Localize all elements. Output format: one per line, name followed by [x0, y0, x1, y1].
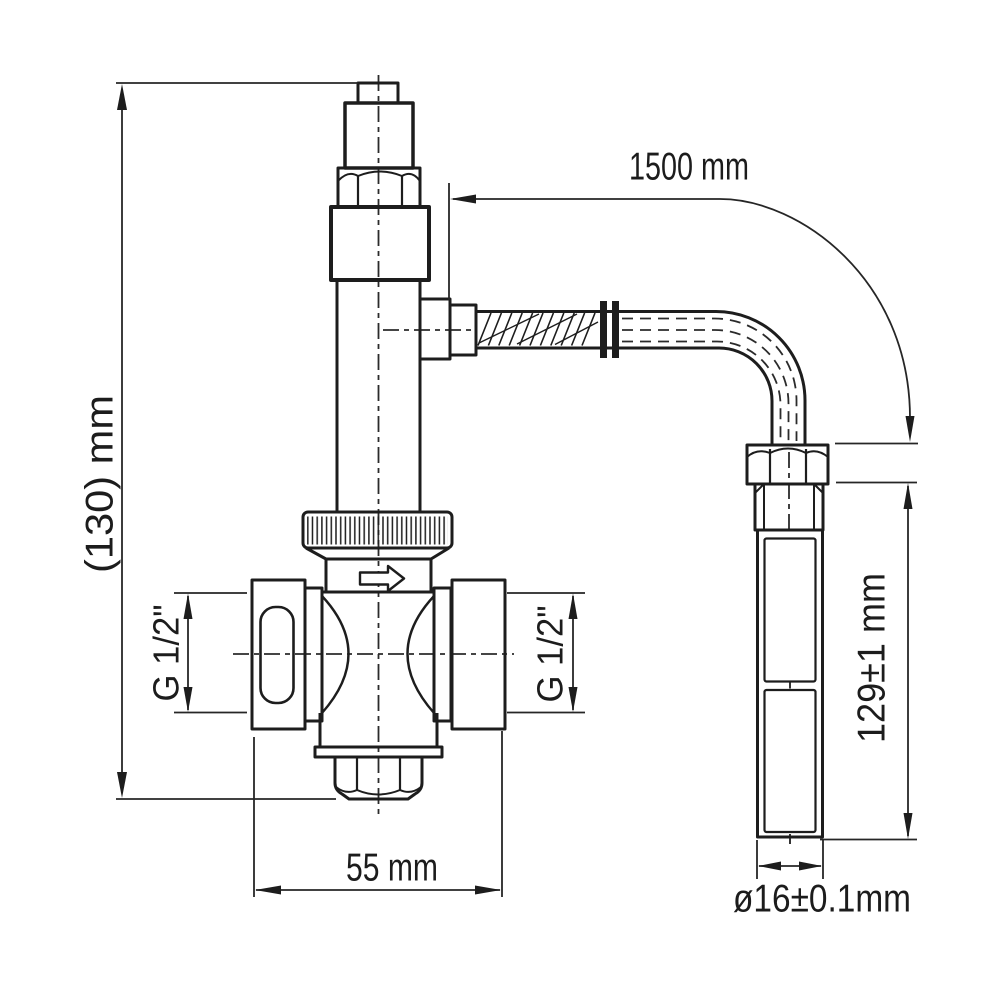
- right-thread-label: G 1/2": [530, 606, 571, 703]
- dim-left-thread: G 1/2": [146, 592, 247, 714]
- arrowhead-left: [450, 194, 476, 204]
- left-thread-label: G 1/2": [146, 605, 187, 702]
- arrowhead-down: [905, 416, 915, 442]
- left-port-window: [259, 605, 295, 705]
- capillary-coil: [477, 312, 599, 346]
- body-ball-curves: [321, 595, 435, 714]
- valve-width-label: 55 mm: [346, 847, 438, 890]
- sensor-element-lower: [763, 688, 817, 834]
- flow-direction-arrow: [358, 564, 406, 593]
- capillary-fitting-inner: [448, 303, 478, 357]
- dim-valve-width: 55 mm: [253, 731, 503, 897]
- valve-assembly: [250, 81, 507, 801]
- capillary-outer-wall: [476, 310, 807, 445]
- sensor-length-label: 129±1 mm: [851, 573, 894, 743]
- dim-right-thread: G 1/2": [507, 592, 585, 714]
- knurl-hatching: [307, 516, 448, 545]
- sensor-diameter-label: ø16±0.1mm: [733, 878, 911, 921]
- centerlines: [233, 75, 790, 818]
- sensor-element-upper: [763, 537, 817, 683]
- capillary-clamp: [600, 301, 619, 358]
- packing-gland: [329, 205, 431, 282]
- capillary-tube: [476, 301, 807, 445]
- arrowhead-up: [117, 84, 127, 110]
- overall-height-label: (130) mm: [79, 395, 122, 573]
- dim-sensor-length: 129±1 mm: [820, 481, 917, 841]
- capillary-fitting-outer: [418, 297, 452, 361]
- arrowhead-down: [117, 772, 127, 798]
- sensor-probe: [745, 443, 830, 844]
- bottom-hex-nut: [333, 755, 424, 801]
- dim-sensor-diameter: ø16±0.1mm: [733, 840, 911, 921]
- left-port-flange: [250, 578, 307, 731]
- dim-capillary-length: 1500 mm: [448, 146, 918, 445]
- capillary-inner-wall: [476, 346, 774, 445]
- dim-overall-height: (130) mm: [79, 82, 358, 800]
- valve-neck: [322, 559, 435, 594]
- capillary-length-label: 1500 mm: [629, 146, 749, 189]
- right-port-flange: [450, 578, 507, 731]
- knurled-ring: [301, 510, 454, 550]
